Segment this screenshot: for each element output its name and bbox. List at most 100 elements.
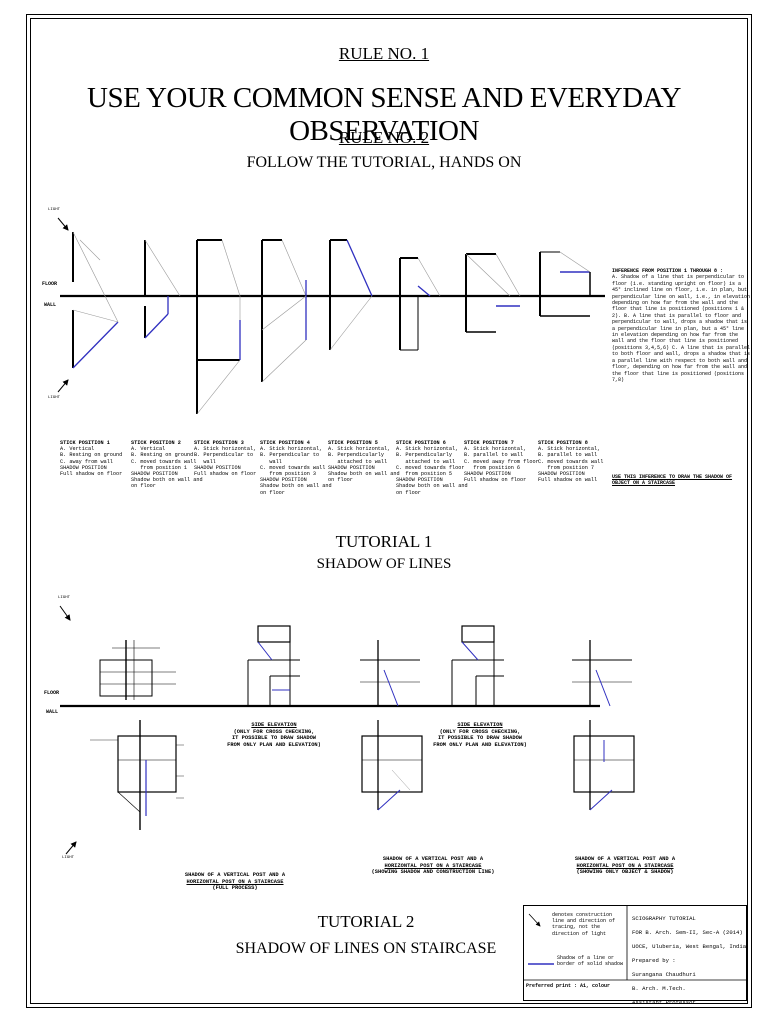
caption-line: FROM ONLY PLAN AND ELEVATION)	[227, 741, 321, 748]
inference-text: A. Shadow of a line that is perpendicula…	[612, 274, 751, 383]
light-label: LIGHT	[48, 396, 61, 400]
light-label: LIGHT	[58, 596, 71, 600]
stick-position-line: from position 3	[260, 471, 317, 478]
stick-position-6-drawing	[399, 257, 441, 351]
caption-line: SHADOW OF A VERTICAL POST AND A	[184, 872, 286, 878]
stick-position-line: B. Perpendicularly	[396, 452, 453, 459]
caption-line: (SHOWING ONLY OBJECT & SHADOW)	[576, 869, 674, 876]
stick-position-line: SHADOW POSITION	[396, 477, 443, 484]
wall-label: WALL	[44, 302, 57, 308]
stick-position-line: C. moved towards wall	[131, 458, 197, 465]
stick-position-line: SHADOW POSITION	[60, 464, 107, 471]
stick-position-line: SHADOW POSITION	[260, 477, 307, 484]
stick-position-line: A. Stick horizontal,	[260, 446, 323, 453]
stick-position-line: Shadow both on wall and	[260, 483, 332, 490]
stick-position-line: B. parallel to wall	[538, 452, 598, 459]
side-elevation-2-drawing	[451, 625, 504, 706]
stick-position-line: Full shadow on floor	[194, 471, 257, 478]
caption-line: FROM ONLY PLAN AND ELEVATION)	[433, 741, 527, 748]
stick-position-line: C. moved towards wall	[260, 464, 326, 471]
caption-line: HORIZONTAL POST ON A STAIRCASE	[186, 878, 284, 885]
stick-position-line: SHADOW POSITION	[131, 471, 178, 478]
caption-line: HORIZONTAL POST ON A STAIRCASE	[384, 862, 482, 869]
stick-position-line: from position 5	[396, 471, 453, 478]
floor-label: FLOOR	[44, 690, 60, 696]
stick-position-line: B. Perpendicular to	[260, 452, 320, 459]
tb-line-5: Surangana Chaudhuri	[632, 971, 696, 978]
rule-2-heading: RULE NO. 2	[338, 128, 430, 147]
caption-line: IT POSSIBLE TO DRAW SHADOW	[437, 735, 523, 742]
stick-position-line: attached to wall	[328, 458, 388, 465]
caption-line: (ONLY FOR CROSS CHECKING,	[439, 728, 521, 735]
stick-position-line: B. Resting on ground	[131, 452, 194, 459]
stick-position-line: A. Stick horizontal,	[328, 446, 391, 453]
wall-label: WALL	[46, 709, 59, 715]
inference-use-note: USE THIS INFERENCE TO DRAW THE SHADOW OF…	[612, 474, 733, 487]
stick-position-title: STICK POSITION 4	[260, 440, 310, 446]
stick-position-line: B. Resting on ground	[60, 452, 123, 459]
tb-line-1: SCIOGRAPHY TUTORIAL	[632, 915, 696, 922]
stick-position-title: STICK POSITION 8	[538, 440, 588, 446]
inference-block: INFERENCE FROM POSITION 1 THROUGH 8 : A.…	[612, 268, 752, 383]
stick-position-line: wall	[260, 458, 282, 465]
stick-position-line: C. moved towards wall	[538, 458, 604, 465]
stick-position-line: SHADOW POSITION	[538, 471, 585, 478]
staircase-object-shadow-drawing	[572, 640, 635, 811]
stick-position-line: B. Perpendicular to	[194, 452, 254, 459]
side-elevation-1-caption: SIDE ELEVATION(ONLY FOR CROSS CHECKING,I…	[226, 722, 322, 748]
sheet-outer-border	[26, 14, 752, 1008]
light-label: LIGHT	[48, 208, 61, 212]
stick-position-line: SHADOW POSITION	[328, 464, 375, 471]
stick-position-line: B. parallel to wall	[464, 452, 524, 459]
stick-position-line: A. Stick horizontal,	[194, 446, 257, 453]
legend-shadow-text: Shadow of a line or border of solid shad…	[557, 955, 624, 968]
light-arrow-icon	[59, 605, 71, 621]
tb-line-6: B. Arch. M.Tech.	[632, 985, 686, 992]
main-title: USE YOUR COMMON SENSE AND EVERYDAY OBSER…	[87, 82, 681, 147]
stick-position-2-drawing	[144, 239, 181, 339]
light-arrow-icon	[57, 217, 69, 231]
tb-line-4: Prepared by :	[632, 957, 676, 964]
stick-position-line: on floor	[328, 477, 353, 484]
stick-position-line: A. Stick horizontal,	[464, 446, 527, 453]
stick-position-line: SHADOW POSITION	[194, 464, 241, 471]
stick-position-8-drawing	[539, 251, 591, 317]
caption-line: (FULL PROCESS)	[212, 885, 258, 892]
tutorial-1-subtitle: SHADOW OF LINES	[316, 556, 452, 572]
stick-position-1-drawing	[72, 231, 119, 369]
stick-position-line: Shadow both on wall and	[328, 471, 400, 478]
preferred-print: Preferred print : A1, colour	[526, 983, 611, 989]
legend-title-block	[523, 905, 747, 1001]
caption-line: (ONLY FOR CROSS CHECKING,	[233, 728, 315, 735]
stick-position-line: A. Vertical	[60, 446, 95, 453]
construction-arrow-icon	[528, 913, 541, 927]
stick-position-line: from position 1	[131, 464, 188, 471]
stick-position-line: A. Stick horizontal,	[538, 446, 601, 453]
stick-position-line: Full shadow on floor	[464, 477, 527, 484]
stick-position-line: wall	[194, 458, 216, 465]
stick-position-line: Full shadow on floor	[60, 471, 123, 478]
stick-position-line: Shadow both on wall and	[396, 483, 468, 490]
tutorial-1-title: TUTORIAL 1	[335, 532, 433, 551]
stick-position-line: Shadow both on wall and	[131, 477, 203, 484]
stick-position-line: C. away from wall	[60, 458, 113, 465]
rule-1-heading: RULE NO. 1	[338, 44, 430, 63]
caption-line: SHADOW OF A VERTICAL POST AND A	[382, 856, 484, 862]
stick-position-line: B. Perpendicularly	[328, 452, 385, 459]
stick-position-line: A. Stick horizontal,	[396, 446, 459, 453]
caption-line: SIDE ELEVATION	[457, 722, 503, 728]
stick-position-7-drawing	[465, 253, 521, 333]
rule-2-text: FOLLOW THE TUTORIAL, HANDS ON	[246, 154, 522, 171]
sheet-border	[30, 18, 748, 1004]
stick-position-line: on floor	[260, 489, 285, 496]
stick-position-5-drawing	[329, 239, 373, 351]
